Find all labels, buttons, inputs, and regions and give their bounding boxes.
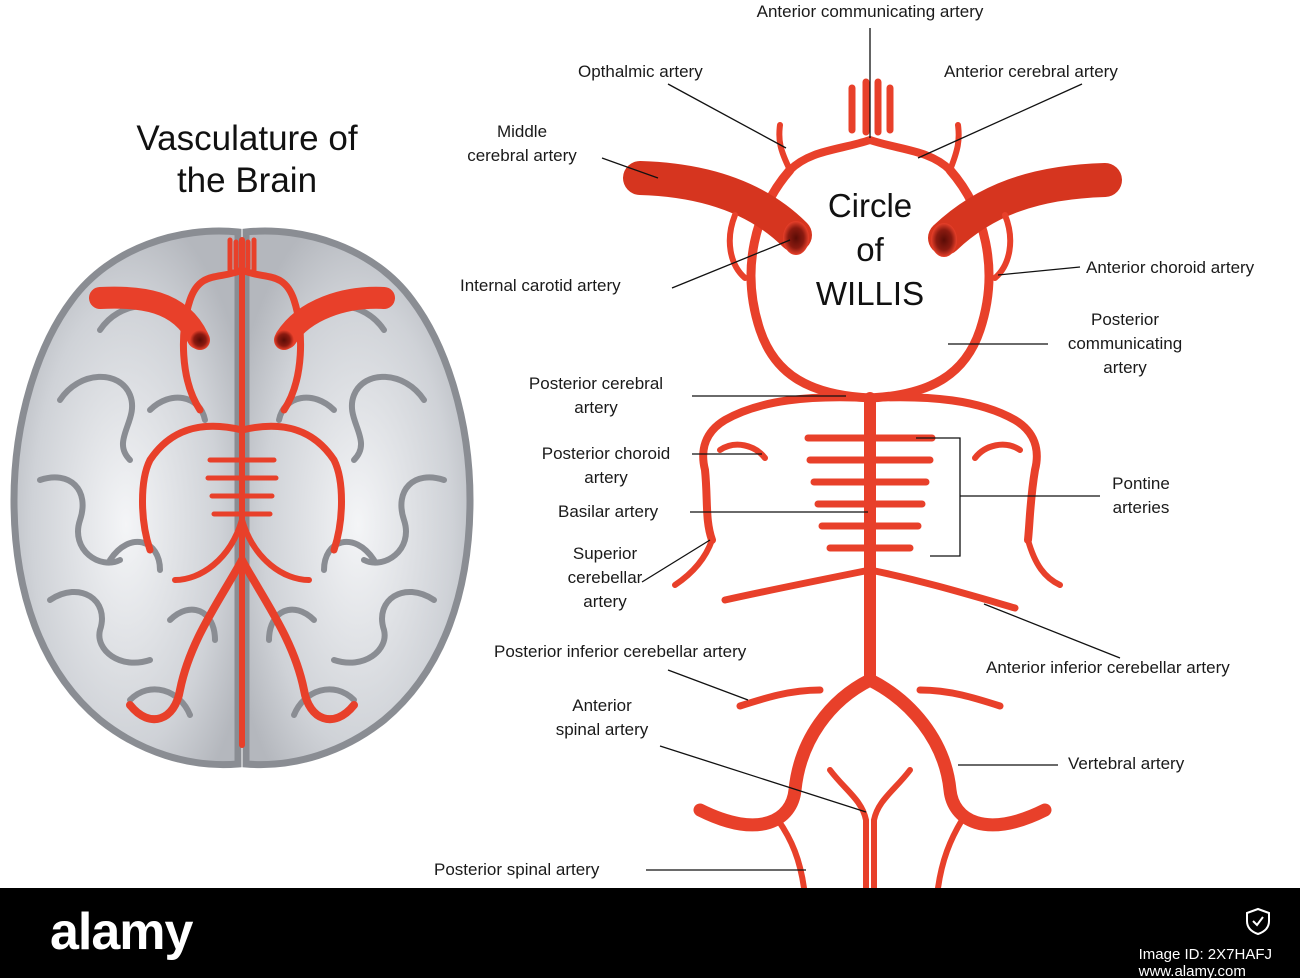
label-basilar: Basilar artery xyxy=(558,502,659,521)
center-title-line-1: Circle xyxy=(827,187,913,224)
label-pcomm-line-1: Posterior xyxy=(1090,310,1160,329)
label-pontine: Pontine arteries xyxy=(1096,472,1186,520)
label-pca-line-1: Posterior cerebral xyxy=(528,374,664,393)
left-title-line-2: the Brain xyxy=(176,161,318,200)
label-pca-line-2: artery xyxy=(574,398,618,417)
label-anterior-inferior-cerebellar: Anterior inferior cerebellar artery xyxy=(986,658,1230,677)
brain-right-carotid xyxy=(274,330,294,350)
image-id-text: Image ID: 2X7HAFJ www.alamy.com xyxy=(1139,946,1272,980)
label-posterior-spinal: Posterior spinal artery xyxy=(434,860,600,879)
center-title: Circle of WILLIS xyxy=(790,184,950,316)
image-id: Image ID: 2X7HAFJ xyxy=(1138,946,1272,963)
label-posterior-inferior-cerebellar: Posterior inferior cerebellar artery xyxy=(494,642,747,661)
label-posterior-cerebral: Posterior cerebral artery xyxy=(506,372,686,420)
label-anterior-spinal: Anterior spinal artery xyxy=(528,694,676,742)
label-pontine-line-2: arteries xyxy=(1112,498,1170,517)
label-sca-line-3: artery xyxy=(583,592,627,611)
label-vertebral: Vertebral artery xyxy=(1068,754,1185,773)
left-title: Vasculature of the Brain xyxy=(62,118,432,202)
left-carotid-opening xyxy=(783,221,809,255)
label-middle-cerebral-line-2: cerebral artery xyxy=(467,146,577,165)
brain-left-carotid xyxy=(190,330,210,350)
left-title-line-1: Vasculature of xyxy=(136,119,358,158)
label-posterior-choroid: Posterior choroid artery xyxy=(516,442,696,490)
label-middle-cerebral-line-1: Middle xyxy=(496,122,548,141)
label-pcomm-line-3: artery xyxy=(1103,358,1147,377)
label-asa-line-1: Anterior xyxy=(572,696,632,715)
site-url: www.alamy.com xyxy=(1138,963,1246,980)
label-ophthalmic: Opthalmic artery xyxy=(578,62,703,81)
label-middle-cerebral: Middle cerebral artery xyxy=(430,120,614,168)
leader-lines xyxy=(601,28,1121,871)
label-sca-line-2: cerebellar xyxy=(567,568,643,587)
brain-arteries xyxy=(89,237,395,748)
brain-illustration xyxy=(10,227,474,769)
center-title-line-2: of xyxy=(856,231,884,268)
label-pontine-line-1: Pontine xyxy=(1112,474,1170,493)
label-superior-cerebellar: Superior cerebellar artery xyxy=(540,542,670,614)
illustration xyxy=(10,28,1122,888)
label-pcomm-line-2: communicating xyxy=(1067,334,1183,353)
label-anterior-cerebral: Anterior cerebral artery xyxy=(944,62,1118,81)
label-anterior-communicating: Anterior communicating artery xyxy=(756,2,984,21)
label-posterior-communicating: Posterior communicating artery xyxy=(1050,308,1200,380)
right-carotid-opening xyxy=(931,223,957,257)
label-anterior-choroid: Anterior choroid artery xyxy=(1086,258,1255,277)
label-pchoroid-line-2: artery xyxy=(584,468,628,487)
shield-icon xyxy=(1246,907,1270,935)
label-pchoroid-line-1: Posterior choroid xyxy=(541,444,671,463)
label-sca-line-1: Superior xyxy=(572,544,638,563)
label-internal-carotid: Internal carotid artery xyxy=(460,276,621,295)
center-title-line-3: WILLIS xyxy=(815,275,925,312)
alamy-logo: alamy xyxy=(50,903,193,961)
watermark-footer xyxy=(0,888,1300,978)
label-asa-line-2: spinal artery xyxy=(555,720,649,739)
